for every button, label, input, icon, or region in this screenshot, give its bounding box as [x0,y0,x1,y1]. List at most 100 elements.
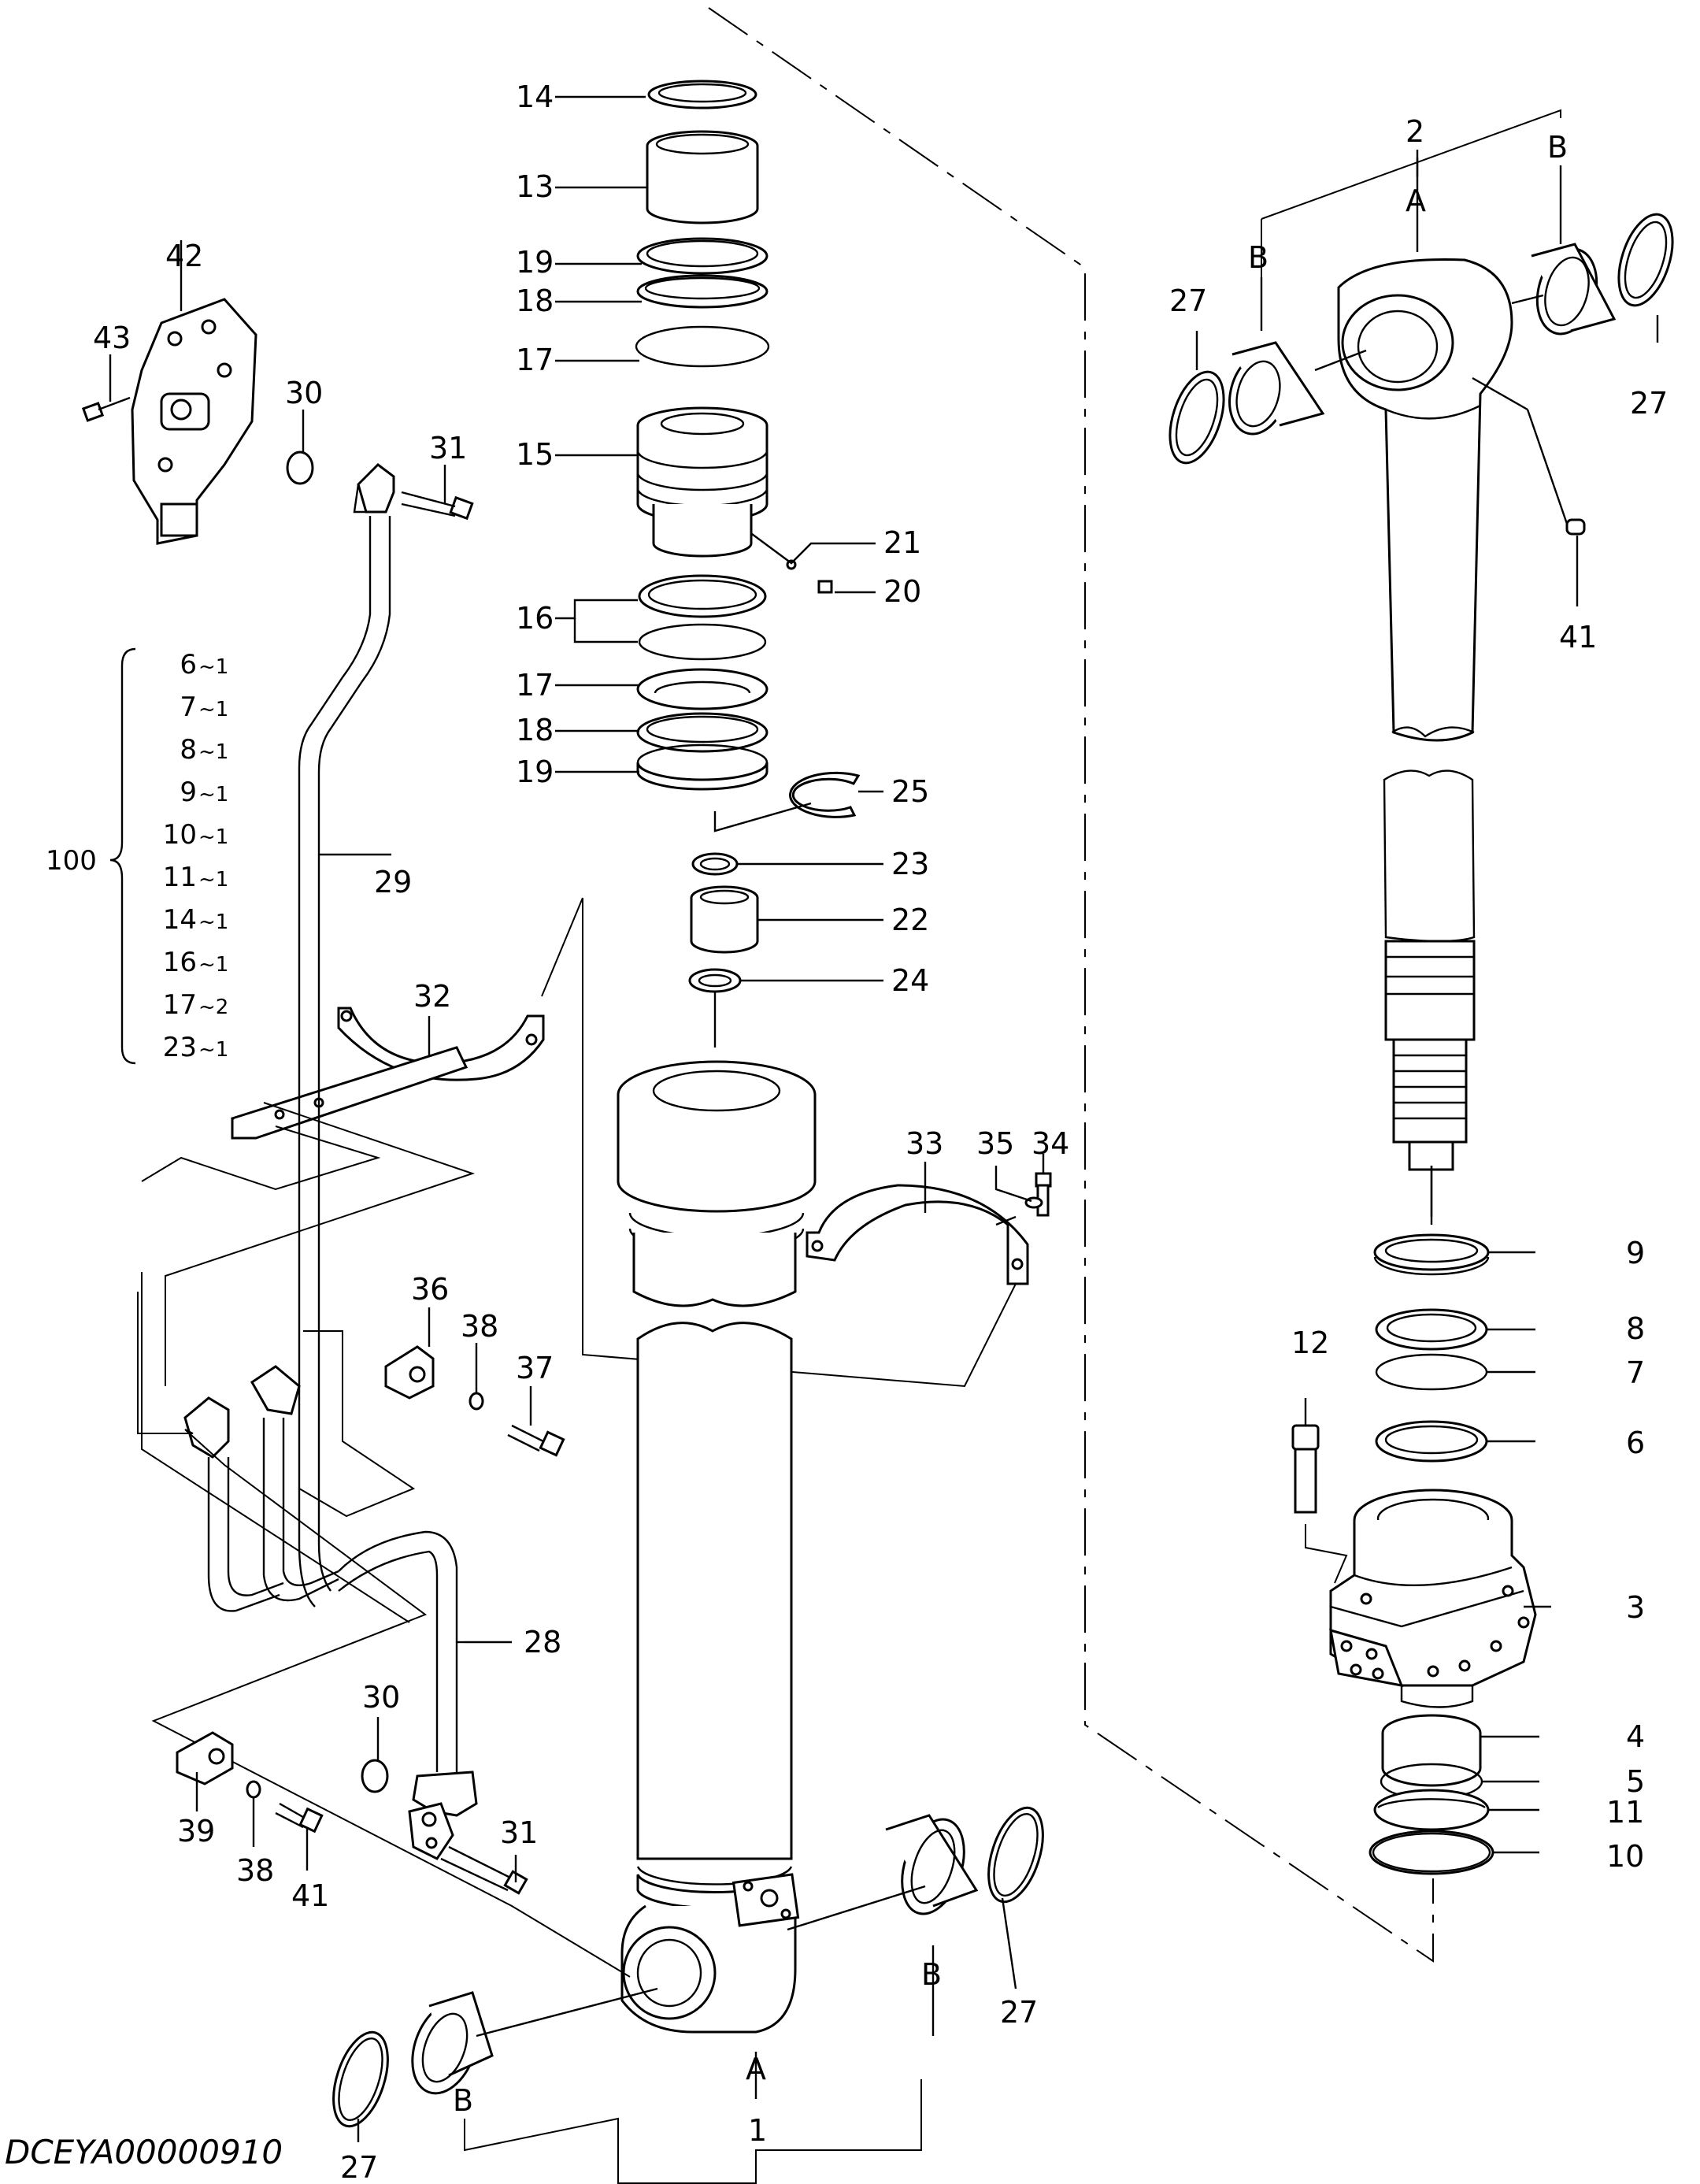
callout-18: 18 [516,284,554,318]
part-30-oring-bottom [361,1759,389,1793]
part-B-bushing-rod-left [1228,341,1325,436]
part-7-ring [1375,1353,1488,1391]
part-13-bushing [646,130,759,224]
seal-kit-qty: ~2 [198,996,228,1019]
part-36-clamp [384,1345,435,1400]
callout-35: 35 [976,1126,1014,1161]
part-43-bolt [81,396,131,422]
part-18-ring [636,274,769,309]
part-38-washer-upper [469,1392,484,1411]
seal-kit-group: 100 6~17~18~19~110~111~114~116~117~223~1 [46,647,229,1065]
seal-kit-qty: ~1 [198,953,228,977]
callout-B-top-right: B [1547,130,1568,165]
callout-B-bottom-left: B [453,2083,473,2118]
callout-21: 21 [883,525,921,560]
part-28-pipe-assembly [183,1365,478,1860]
pipe-reference-lines [137,1102,631,1978]
seal-kit-item: 23 [163,1032,197,1063]
callout-1: 1 [748,2113,767,2148]
seal-kit-item: 11 [163,862,197,893]
seal-kit-qty: ~1 [198,698,228,721]
part-30-oring-top [286,451,314,485]
callout-27-bottom-right: 27 [1000,1995,1038,2030]
part-1-cylinder-tube [617,1060,817,2034]
callout-30: 30 [285,376,323,410]
part-32-hose-band [231,1007,545,1140]
callout-34: 34 [1031,1126,1069,1161]
callout-27-bottom-left: 27 [340,2150,378,2184]
callout-11: 11 [1606,1795,1644,1830]
drawing-code: DCEYA00000910 [5,2133,283,2171]
part-8-ring [1375,1308,1488,1351]
part-41-bolt-left [275,1802,324,1834]
part-27-seal-rod-right [1617,213,1674,307]
seal-kit-item: 9 [180,777,197,808]
callout-6: 6 [1626,1426,1645,1460]
seal-kit-item: 7 [180,692,197,723]
callout-A-top: A [1406,184,1426,218]
callout-25: 25 [891,774,929,809]
seal-kit-qty: ~1 [198,740,228,764]
part-41-fitting-rod [1565,518,1586,536]
callout-27-top-left: 27 [1169,284,1207,318]
part-39-clamp [176,1731,234,1785]
part-34-bolt [1035,1172,1052,1217]
part-27-seal-rod-left [1169,370,1225,465]
seal-kit-qty: ~1 [198,825,228,849]
part-6-ring [1375,1420,1488,1463]
part-15-rod-cover [636,406,769,558]
callout-39: 39 [177,1814,215,1848]
callout-41: 41 [291,1878,329,1913]
part-37-bolt [507,1424,565,1457]
callout-3: 3 [1626,1590,1645,1625]
part-31-bolt-top [401,491,474,521]
part-17-ring-lower [636,668,769,710]
callout-33: 33 [906,1126,943,1161]
callout-7: 7 [1626,1355,1645,1390]
callout-28: 28 [524,1625,561,1659]
seal-kit-qty: ~1 [198,1038,228,1062]
tube-pin-leader-lines [464,1885,935,2184]
callout-4: 4 [1626,1719,1645,1754]
part-25-snap-ring [789,771,861,818]
callout-labels: 14 13 19 18 17 15 21 20 16 17 18 19 25 2… [93,80,1668,2184]
callout-23: 23 [891,847,929,881]
part-B-bushing-rod-right [1531,243,1617,336]
callout-10: 10 [1606,1839,1644,1874]
part-31-bolt-bottom [440,1845,528,1895]
callout-41-rod: 41 [1559,620,1597,654]
part-17-ring [635,325,770,368]
callout-9: 9 [1626,1236,1645,1270]
part-B-bushing-left [411,1991,494,2095]
part-27-seal-left [332,2030,389,2128]
callout-31: 31 [429,431,467,465]
part-19-ring [636,237,769,275]
callout-30b: 30 [362,1680,400,1715]
callout-38: 38 [461,1309,498,1344]
seal-kit-item: 16 [163,947,197,978]
part-B-bushing-right [885,1814,979,1915]
callout-16: 16 [516,601,554,636]
seal-kit-qty: ~1 [198,655,228,679]
callout-8: 8 [1626,1311,1645,1346]
part-22-cushion-bearing [690,885,759,954]
callout-43: 43 [93,321,131,355]
part-2-piston-rod [1337,258,1513,1217]
callout-15: 15 [516,437,554,472]
seal-kit-item: 17 [163,989,197,1021]
seal-kit-item: 14 [163,904,197,936]
seal-kit-number: 100 [46,845,97,877]
callout-32: 32 [413,979,451,1014]
seal-kit-item: 8 [180,734,197,766]
callout-27-top-right: 27 [1630,386,1668,421]
part-42-valve [131,298,257,545]
callout-42: 42 [165,239,203,273]
callout-5: 5 [1626,1764,1645,1799]
callout-20: 20 [883,574,921,609]
callout-24: 24 [891,963,929,998]
callout-29: 29 [374,865,412,899]
seal-kit-item: 6 [180,649,197,680]
seal-kit-list: 6~17~18~19~110~111~114~116~117~223~1 [163,649,229,1063]
callout-2: 2 [1406,114,1424,149]
callout-17: 17 [516,343,554,377]
